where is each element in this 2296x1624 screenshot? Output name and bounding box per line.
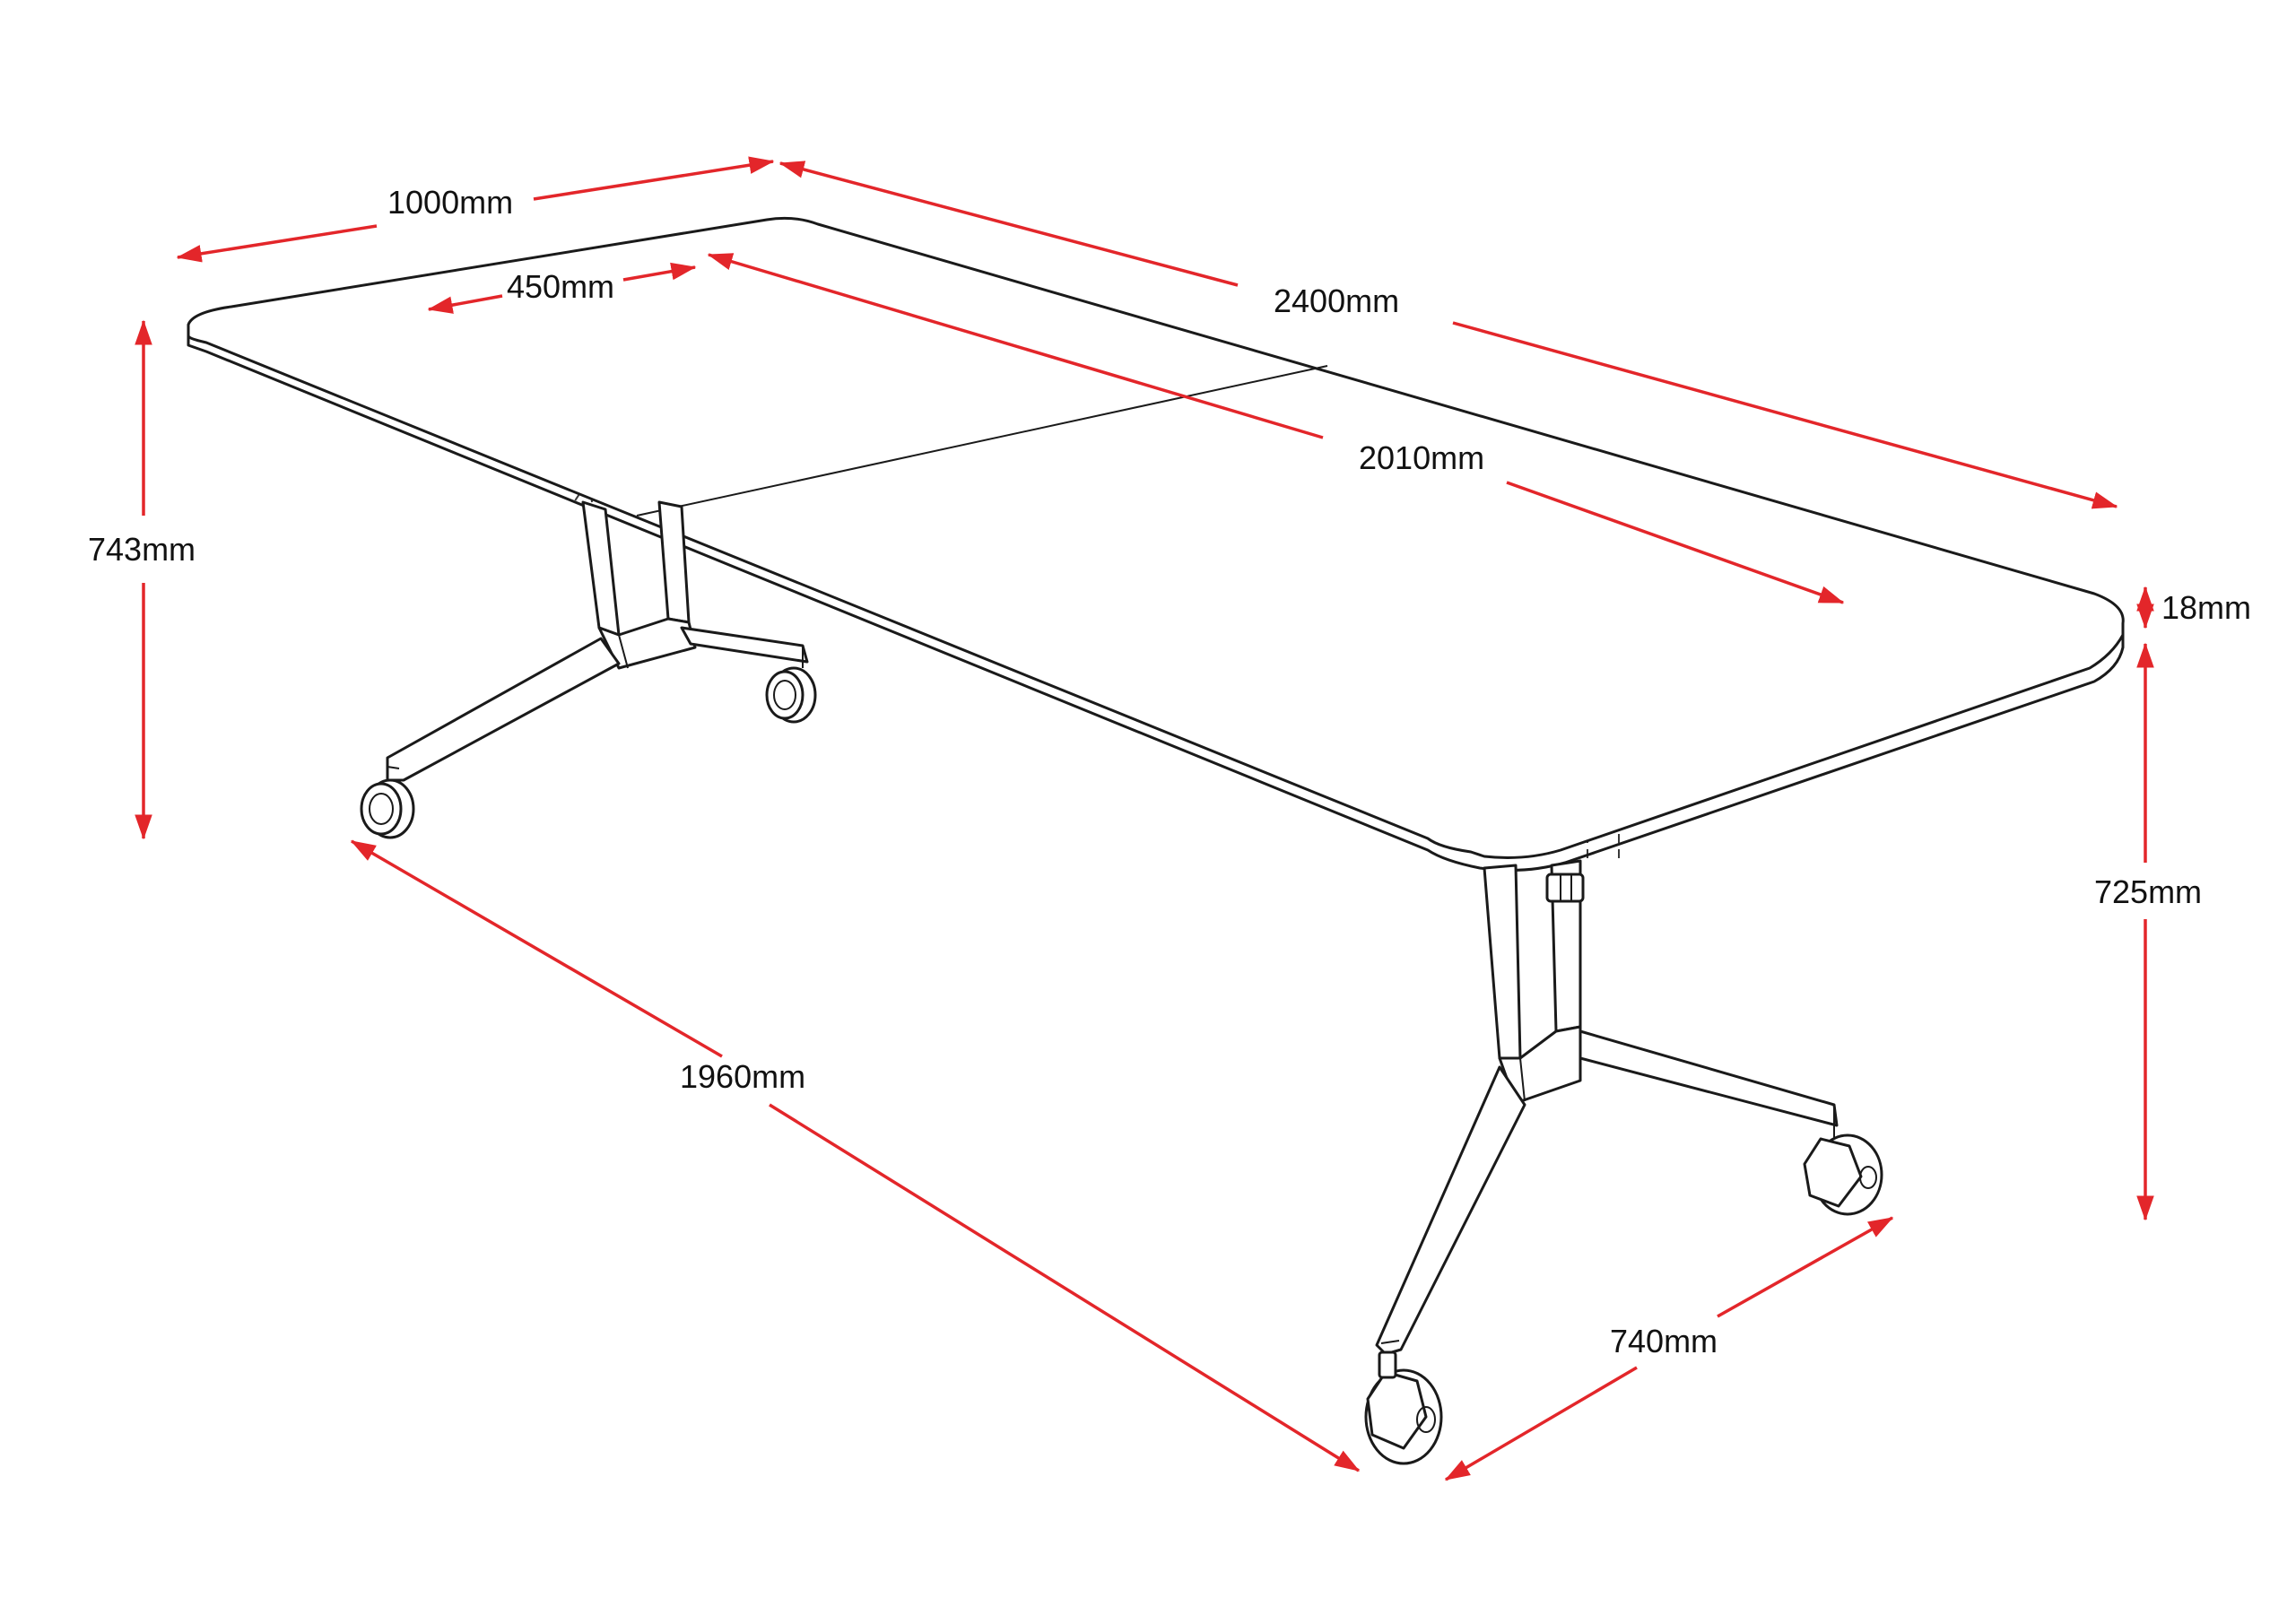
caster-right-rear [1803, 1133, 1883, 1216]
table-top [187, 216, 2125, 872]
dim-top-width-label: 1000mm [387, 184, 513, 221]
caster-left-front [360, 778, 415, 839]
dim-top-width: 1000mm [176, 156, 775, 263]
dim-leg-height-label: 725mm [2094, 873, 2202, 910]
dim-frame-length-label: 2010mm [1359, 439, 1484, 476]
left-leg-assembly [360, 500, 817, 839]
caster-right-front [1364, 1350, 1443, 1465]
dim-base-length-label: 1960mm [680, 1058, 805, 1095]
dim-frame-width-label: 450mm [507, 268, 614, 305]
table-top-surface [187, 216, 2125, 859]
dim-base-length: 1960mm [350, 839, 1361, 1472]
caster-left-rear [765, 666, 817, 724]
dim-overall-height: 743mm [88, 319, 196, 840]
right-leg-assembly [1364, 859, 1883, 1465]
table-top-seam [636, 365, 1328, 517]
dim-top-length-label: 2400mm [1274, 282, 1399, 319]
dim-top-thickness: 18mm [2136, 586, 2251, 630]
table-top-edge [187, 334, 2125, 872]
dim-base-width: 740mm [1444, 1216, 1894, 1481]
dim-leg-height: 725mm [2094, 642, 2202, 1221]
dim-base-width-label: 740mm [1610, 1323, 1718, 1359]
dim-frame-length: 2010mm [707, 253, 1845, 604]
dim-overall-height-label: 743mm [88, 531, 196, 568]
dim-frame-width: 450mm [427, 262, 697, 314]
dim-top-thickness-label: 18mm [2161, 589, 2251, 626]
dim-top-length: 2400mm [778, 161, 2118, 509]
